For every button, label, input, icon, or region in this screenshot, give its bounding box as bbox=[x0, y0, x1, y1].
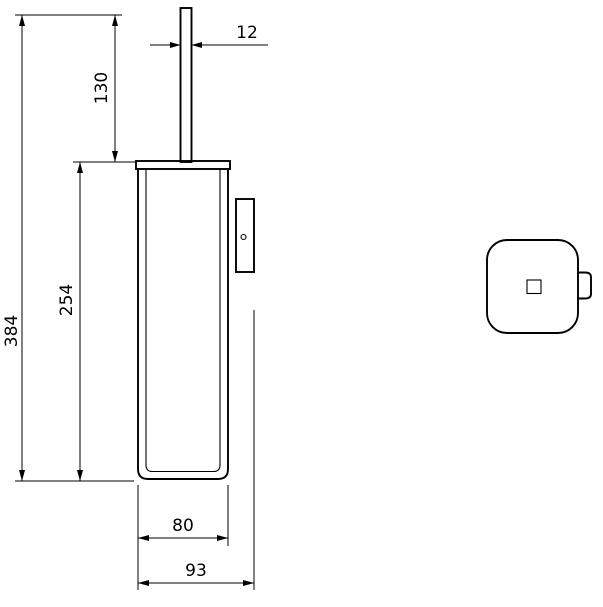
arrowhead-down bbox=[112, 151, 118, 162]
dim-total-depth-label: 93 bbox=[185, 561, 207, 581]
arrowhead-right bbox=[217, 535, 228, 541]
arrowhead-up bbox=[112, 15, 118, 26]
arrowhead-left bbox=[138, 535, 149, 541]
dim-total-depth: 93 bbox=[138, 561, 254, 586]
bracket-screw-hole bbox=[240, 233, 247, 241]
dim-total-height: 384 bbox=[2, 15, 25, 481]
dim-body-width: 80 bbox=[138, 516, 228, 541]
brush-handle bbox=[179, 7, 193, 163]
wall-bracket bbox=[235, 198, 255, 273]
top-view-body bbox=[486, 239, 579, 334]
arrowhead-right bbox=[170, 42, 181, 48]
holder-lid bbox=[135, 160, 231, 170]
top-view bbox=[486, 239, 592, 334]
arrowhead-left bbox=[138, 580, 149, 586]
top-view-square-hole bbox=[526, 279, 542, 295]
dim-handle-width: 12 bbox=[150, 23, 268, 48]
arrowhead-right bbox=[243, 580, 254, 586]
dim-handle-length-label: 130 bbox=[92, 72, 112, 104]
arrowhead-up bbox=[19, 15, 25, 26]
front-view bbox=[135, 7, 255, 480]
dim-body-height: 254 bbox=[57, 162, 83, 481]
top-view-wall-tab bbox=[578, 271, 592, 300]
holder-body-outline bbox=[137, 169, 229, 480]
dim-handle-length: 130 bbox=[92, 15, 118, 162]
dim-handle-width-label: 12 bbox=[236, 23, 258, 43]
arrowhead-left bbox=[191, 42, 202, 48]
arrowhead-down bbox=[77, 470, 83, 481]
dim-total-height-label: 384 bbox=[2, 315, 22, 347]
arrowhead-up bbox=[77, 162, 83, 173]
dim-body-width-label: 80 bbox=[172, 516, 194, 536]
dim-body-height-label: 254 bbox=[57, 284, 77, 316]
dimension-annotations: 384 130 254 12 80 bbox=[2, 14, 268, 590]
arrowhead-down bbox=[19, 470, 25, 481]
holder-body-inner-wall bbox=[145, 169, 221, 473]
